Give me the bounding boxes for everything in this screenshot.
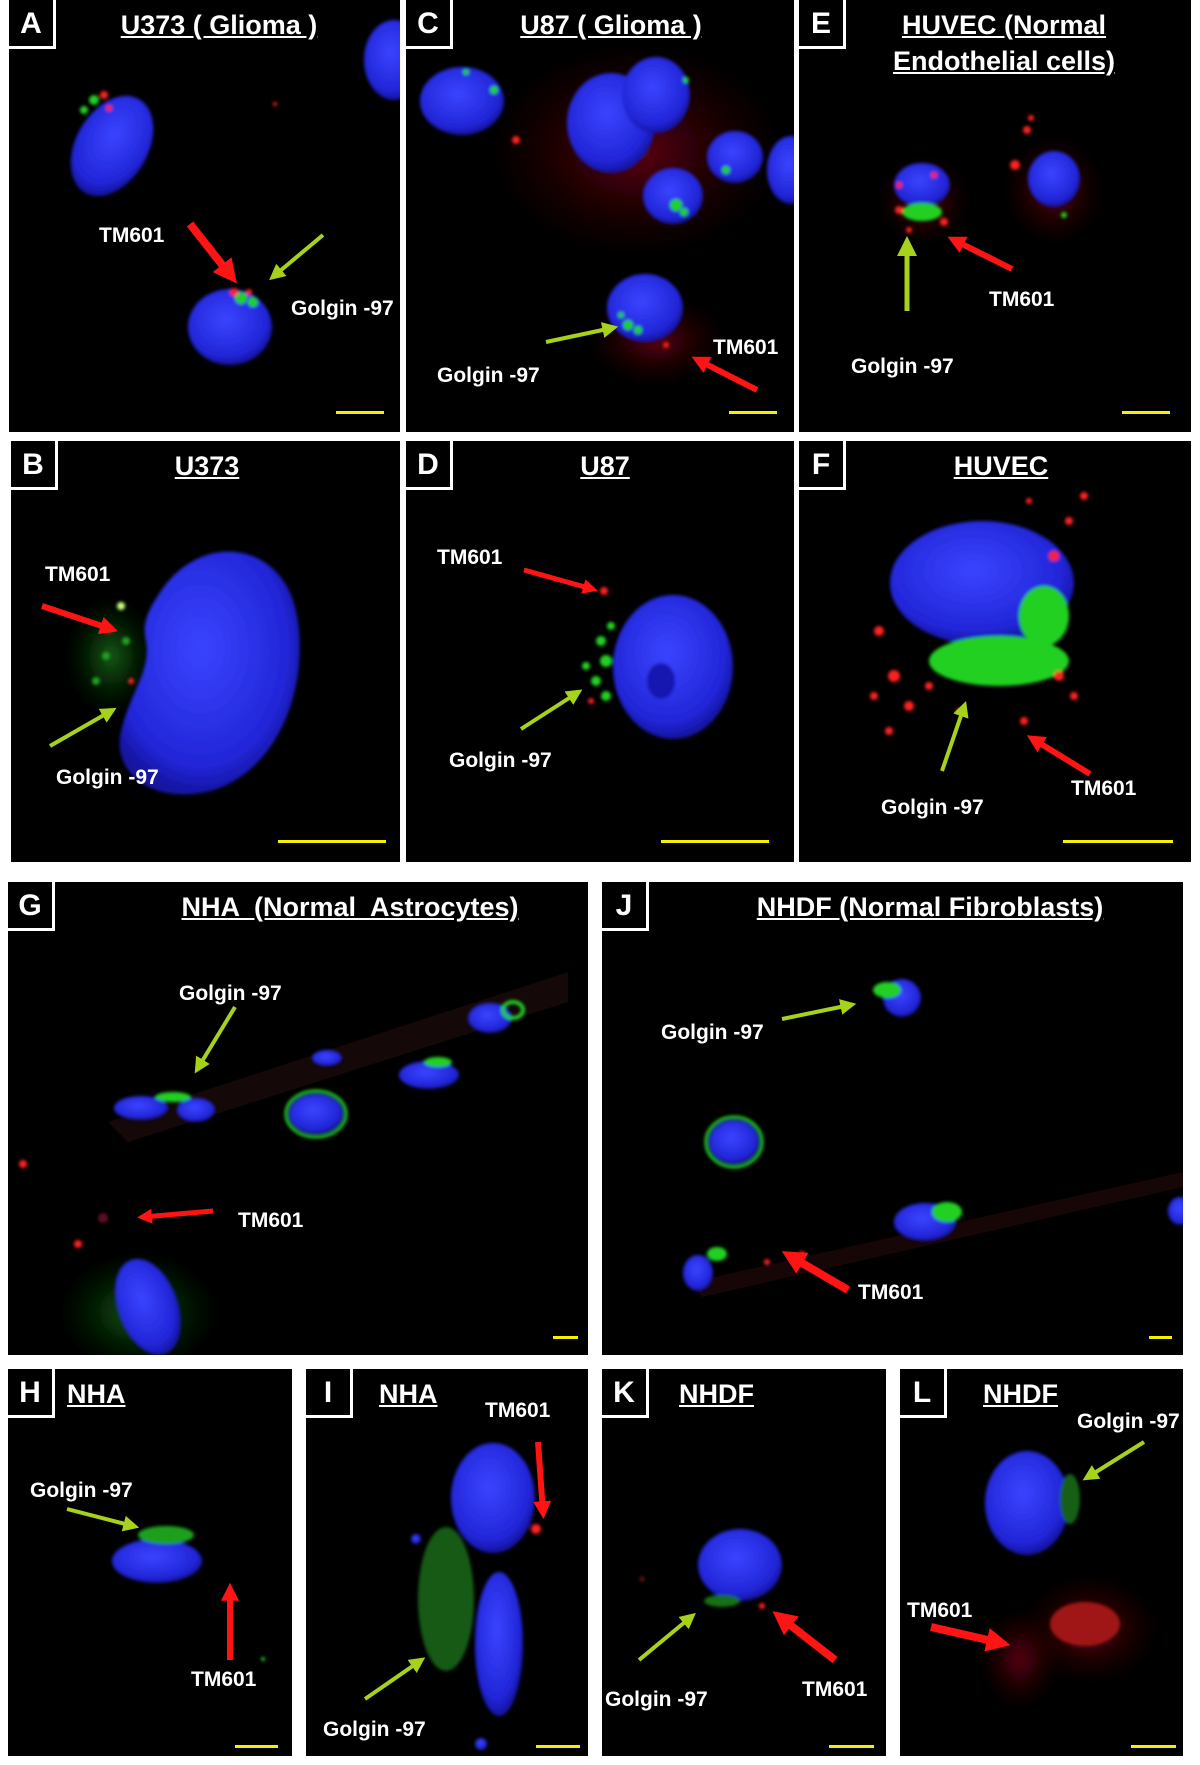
golgin-label: Golgin -97 xyxy=(179,982,282,1005)
tm601-label: TM601 xyxy=(858,1281,924,1304)
scale-bar xyxy=(278,840,386,843)
micrograph-f xyxy=(870,492,1092,777)
tm601-label: TM601 xyxy=(437,546,503,569)
panel-title: NHDF xyxy=(983,1379,1058,1409)
panel-letter: A xyxy=(9,0,56,49)
panel-k: K NHDF Golgin -97 TM601 xyxy=(602,1369,886,1756)
tm601-label: TM601 xyxy=(1071,777,1137,800)
tm601-label: TM601 xyxy=(238,1209,304,1232)
micrograph-c xyxy=(420,40,794,393)
micrograph-g xyxy=(19,972,568,1355)
scale-bar xyxy=(1122,411,1170,414)
tm601-label: TM601 xyxy=(989,288,1055,311)
panel-title: NHA xyxy=(67,1379,126,1409)
panel-i: I NHA TM601 Golgin -97 xyxy=(306,1369,588,1756)
scale-bar xyxy=(1063,840,1173,843)
micrograph-j xyxy=(683,979,1183,1297)
panel-title: NHA (Normal Astrocytes) xyxy=(181,892,519,922)
golgin-label: Golgin -97 xyxy=(449,749,552,772)
micrograph-l xyxy=(930,1440,1160,1709)
micrograph-i xyxy=(363,1441,552,1750)
golgin-label: Golgin -97 xyxy=(661,1021,764,1044)
panel-title: HUVEC xyxy=(953,451,1049,481)
golgin-label: Golgin -97 xyxy=(881,796,984,819)
nucleus xyxy=(70,95,154,197)
panel-f: F HUVEC TM601 Golgin -97 xyxy=(799,441,1191,862)
scale-bar xyxy=(553,1336,578,1339)
panel-c: C U87 ( Glioma ) TM601 Golgin -97 xyxy=(406,0,794,432)
panel-letter: C xyxy=(406,0,453,49)
tm601-label: TM601 xyxy=(99,224,165,247)
micrograph-e xyxy=(879,115,1104,311)
panel-title: NHDF xyxy=(679,1379,754,1409)
golgin-label: Golgin -97 xyxy=(56,766,159,789)
panel-letter: B xyxy=(11,441,58,490)
golgin-label: Golgin -97 xyxy=(1077,1410,1180,1433)
tm601-label: TM601 xyxy=(802,1678,868,1701)
tm601-label: TM601 xyxy=(907,1599,973,1622)
micrograph-h xyxy=(66,1507,265,1661)
scale-bar xyxy=(536,1745,580,1748)
panel-title-line1: HUVEC (Normal xyxy=(901,10,1107,40)
micrograph-b xyxy=(41,551,300,795)
panel-title: U87 ( Glioma ) xyxy=(520,10,702,40)
panel-letter: K xyxy=(602,1369,649,1418)
scale-bar xyxy=(235,1745,278,1748)
panel-title: NHA xyxy=(379,1379,438,1409)
panel-letter: D xyxy=(406,441,453,490)
tm601-arrow xyxy=(186,221,237,284)
panel-h: H NHA Golgin -97 TM601 xyxy=(8,1369,292,1756)
scale-bar xyxy=(661,840,769,843)
nucleus xyxy=(188,289,272,365)
golgin-label: Golgin -97 xyxy=(30,1479,133,1502)
golgin-label: Golgin -97 xyxy=(605,1688,708,1711)
panel-letter: E xyxy=(799,0,846,49)
scale-bar xyxy=(1149,1336,1172,1339)
golgin-label: Golgin -97 xyxy=(291,297,394,320)
panel-letter: F xyxy=(799,441,846,490)
tm601-label: TM601 xyxy=(485,1399,551,1422)
golgin-label: Golgin -97 xyxy=(437,364,540,387)
micrograph-k xyxy=(637,1529,838,1664)
panel-title: U373 ( Glioma ) xyxy=(120,10,318,40)
tm601-label: TM601 xyxy=(713,336,779,359)
panel-letter: G xyxy=(8,882,55,931)
golgin-label: Golgin -97 xyxy=(323,1718,426,1741)
panel-title: U87 xyxy=(580,451,630,481)
scale-bar xyxy=(1131,1745,1176,1748)
micrograph-a xyxy=(70,20,400,365)
scale-bar xyxy=(729,411,777,414)
micrograph-d xyxy=(519,567,733,739)
panel-l: L NHDF Golgin -97 TM601 xyxy=(900,1369,1183,1756)
panel-letter: J xyxy=(602,882,649,931)
nucleus xyxy=(364,20,400,100)
panel-title-line2: Endothelial cells) xyxy=(892,46,1116,76)
golgin-label: Golgin -97 xyxy=(851,355,954,378)
panel-title: U373 xyxy=(174,451,240,481)
tm601-label: TM601 xyxy=(45,563,111,586)
panel-letter: L xyxy=(900,1369,947,1418)
panel-letter: H xyxy=(8,1369,55,1418)
panel-j: J NHDF (Normal Fibroblasts) Golgin -97 T… xyxy=(602,882,1183,1355)
panel-a: A U373 ( Glioma ) TM601 Golgin -97 xyxy=(9,0,400,432)
panel-g: G NHA (Normal Astrocytes) Golgin -97 TM6… xyxy=(8,882,588,1355)
panel-d: D U87 TM601 Golgin -97 xyxy=(406,441,794,862)
panel-b: B U373 TM601 Golgin -97 xyxy=(11,441,400,862)
scale-bar xyxy=(829,1745,874,1748)
golgin-arrow xyxy=(269,233,325,281)
panel-letter: I xyxy=(306,1369,353,1418)
scale-bar xyxy=(336,411,384,414)
panel-e: E HUVEC (Normal Endothelial cells) TM601… xyxy=(799,0,1191,432)
tm601-label: TM601 xyxy=(191,1668,257,1691)
panel-title: NHDF (Normal Fibroblasts) xyxy=(756,892,1104,922)
